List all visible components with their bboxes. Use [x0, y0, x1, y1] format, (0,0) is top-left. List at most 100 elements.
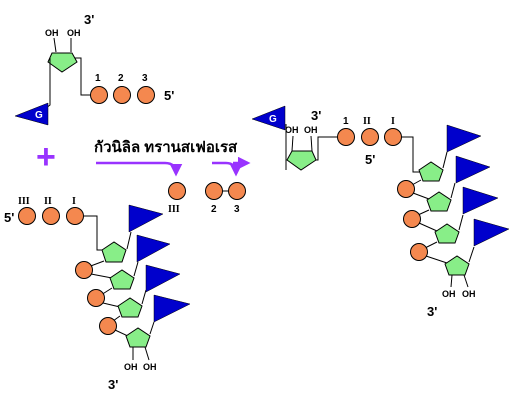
- mrna-backbone-phosphate-3: [410, 243, 428, 261]
- released-phosphate-III: [168, 182, 186, 200]
- gtp-oh-bond-left: [53, 37, 57, 53]
- guanine-flag: [14, 102, 49, 126]
- cap-5prime-label: 5': [365, 152, 375, 167]
- gtp-oh-right: OH: [67, 28, 81, 38]
- rna-sugar-3: [117, 297, 143, 318]
- rna-3prime-oh-bond-right: [144, 346, 150, 361]
- plus-sign: +: [36, 138, 56, 176]
- rna-glyco-bond-2: [133, 261, 139, 277]
- mrna-3prime-oh-bond-left: [450, 274, 453, 288]
- rna-base-flag-1: [128, 204, 164, 233]
- guanine-letter: G: [35, 110, 43, 121]
- released-phosphate-2: [205, 182, 223, 200]
- enzyme-name: กัวนิลิล ทรานสเฟอเรส: [94, 138, 238, 156]
- cap-sugar: [286, 150, 317, 171]
- cap-label-II: II: [363, 116, 371, 127]
- mrna-sugar-1: [418, 161, 444, 182]
- mrna-base-flag-1: [446, 124, 482, 153]
- mrna-base-flag-4: [473, 218, 510, 247]
- rna-phosphate-I: [66, 207, 84, 225]
- rna-label-I: I: [72, 196, 76, 207]
- mrna-oh-left: OH: [442, 289, 456, 299]
- rna-backbone-3b: [114, 329, 129, 337]
- rna-oh-left: OH: [124, 362, 138, 372]
- mrna-base-flag-3: [462, 186, 499, 215]
- cap-oh-left: OH: [285, 125, 299, 135]
- cap-phosphate-I: [384, 128, 402, 146]
- gtp-phosphate-label-3: 3: [142, 73, 148, 84]
- reaction-arrow-1: [96, 161, 183, 177]
- cap-phosphate-link: [316, 136, 330, 161]
- mrna-base-flag-2: [455, 155, 491, 184]
- rna-sugar-4: [125, 327, 151, 348]
- rna-glyco-bond-1: [126, 231, 132, 250]
- cap-oh-bond-right: [310, 135, 313, 152]
- mrna-glyco-bond-1: [442, 151, 448, 169]
- mrna-sugar-4: [444, 255, 470, 276]
- capped-mrna: G 3' OH OH 1 II I 5': [251, 105, 510, 319]
- gtp-phosphate-3: [137, 86, 155, 104]
- mrna-glyco-bond-4: [468, 246, 475, 263]
- rna-5prime-label: 5': [4, 210, 14, 225]
- mrna-sugar-3: [434, 223, 460, 244]
- mrna-backbone-phosphate-2: [403, 210, 421, 228]
- gtp-3prime-label: 3': [84, 12, 94, 27]
- cap-3prime-label: 3': [311, 108, 321, 123]
- gtp-oh-left: OH: [45, 28, 59, 38]
- mrna-glyco-bond-2: [450, 182, 456, 199]
- gtp-molecule: 3' OH OH G 1 2 3 5': [14, 12, 174, 126]
- rna-sugar-1: [101, 241, 127, 263]
- rna-base-flag-2: [136, 234, 171, 263]
- rna-glyco-bond-3: [141, 289, 147, 305]
- rna-glyco-bond-4: [149, 321, 155, 335]
- cap-phosphate-1: [337, 128, 355, 146]
- gtp-phosphate-1: [90, 86, 108, 104]
- gtp-sugar: [47, 52, 78, 73]
- rna-3prime-label: 3': [108, 377, 118, 392]
- cap-label-I: I: [391, 116, 395, 127]
- cap-oh-bond-left: [291, 135, 294, 152]
- cap-phosphate-II: [361, 128, 379, 146]
- mrna-backbone-1b: [412, 192, 430, 200]
- mrna-backbone-phosphate-1: [397, 180, 415, 198]
- released-label-III: III: [168, 204, 180, 215]
- rna-sugar-2: [109, 269, 135, 290]
- mrna-backbone-2a: [417, 209, 430, 216]
- rna-phosphate-III: [18, 207, 36, 225]
- rna-backbone-phosphate-1: [75, 261, 93, 279]
- mrna-sugar-2: [426, 191, 452, 212]
- rna-backbone-phosphate-2: [87, 289, 105, 307]
- gtp-base-link: [45, 58, 51, 109]
- pre-mrna: 5' III II I OH O: [4, 196, 191, 392]
- rna-backbone-2b: [102, 302, 121, 308]
- mrna-backbone-3a: [424, 241, 438, 249]
- cap-guanine-letter: G: [269, 114, 277, 125]
- rna-phosphate-II: [42, 207, 60, 225]
- rna-label-II: II: [44, 196, 52, 207]
- mrna-oh-right: OH: [462, 289, 476, 299]
- reaction-arrow-2: [212, 161, 243, 177]
- released-label-3: 3: [234, 204, 240, 215]
- gtp-phosphate-label-2: 2: [118, 73, 124, 84]
- gtp-phosphate-label-1: 1: [95, 73, 101, 84]
- mrna-3prime-oh-bond-right: [463, 274, 469, 288]
- mrna-glyco-bond-3: [458, 214, 464, 231]
- rna-base-flag-3: [145, 264, 181, 293]
- rna-label-III: III: [18, 196, 30, 207]
- mrna-3prime-label: 3': [427, 304, 437, 319]
- mrna-backbone-3b: [425, 255, 448, 264]
- cap-label-1: 1: [343, 116, 349, 127]
- released-label-2: 2: [211, 204, 217, 215]
- rna-base-flag-4: [153, 294, 191, 323]
- cap-guanine-flag: [251, 105, 286, 131]
- rna-backbone-1b: [90, 273, 113, 279]
- mrna-backbone-2b: [418, 222, 438, 232]
- rna-linker-1: [84, 215, 104, 251]
- gtp-5prime-label: 5': [164, 88, 174, 103]
- rna-oh-right: OH: [143, 362, 157, 372]
- gtp-phosphate-link: [75, 57, 92, 96]
- mrna-linker-1: [401, 136, 422, 173]
- rna-backbone-phosphate-3: [99, 317, 117, 335]
- gtp-phosphate-2: [113, 86, 131, 104]
